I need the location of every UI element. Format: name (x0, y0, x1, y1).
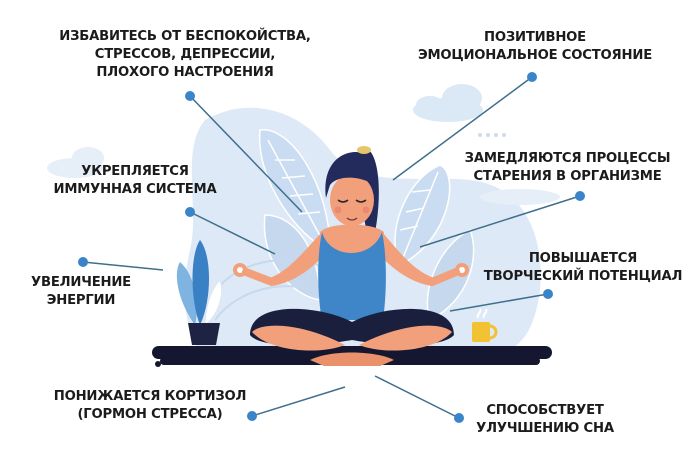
connector-lines (82, 76, 581, 419)
benefit-label-immune: УКРЕПЛЯЕТСЯ ИММУННАЯ СИСТЕМА (53, 164, 217, 197)
dot-sleep (454, 413, 464, 423)
dot-immune (185, 207, 195, 217)
cloud-icon (47, 147, 104, 178)
dot-energy (78, 257, 88, 267)
cloud-icon (413, 84, 483, 122)
benefit-label-cortisol: ПОНИЖАЕТСЯ КОРТИЗОЛ (ГОРМОН СТРЕССА) (53, 389, 247, 422)
meditating-woman (233, 146, 469, 366)
benefit-label-energy: УВЕЛИЧЕНИЕ ЭНЕРГИИ (31, 275, 131, 308)
benefit-label-sleep: СПОСОБСТВУЕТ УЛУЧШЕНИЮ СНА (476, 403, 614, 436)
potted-plant-icon (176, 240, 223, 345)
dot-anxiety (185, 91, 195, 101)
dot-cortisol (247, 411, 257, 421)
benefit-label-creativity: ПОВЫШАЕТСЯ ТВОРЧЕСКИЙ ПОТЕНЦИАЛ (483, 251, 683, 284)
cloud-icon (480, 189, 560, 205)
connector-dots (78, 72, 585, 423)
dot-creativity (543, 289, 553, 299)
dot-positive-emotions (527, 72, 537, 82)
benefit-label-aging: ЗАМЕДЛЯЮТСЯ ПРОЦЕССЫ СТАРЕНИЯ В ОРГАНИЗМ… (464, 151, 671, 184)
dot-aging (575, 191, 585, 201)
coffee-mug-icon (472, 308, 498, 342)
benefit-label-anxiety: ИЗБАВИТЕСЬ ОТ БЕСПОКОЙСТВА, СТРЕССОВ, ДЕ… (59, 29, 311, 80)
benefit-label-positive-emotions: ПОЗИТИВНОЕ ЭМОЦИОНАЛЬНОЕ СОСТОЯНИЕ (418, 30, 652, 63)
